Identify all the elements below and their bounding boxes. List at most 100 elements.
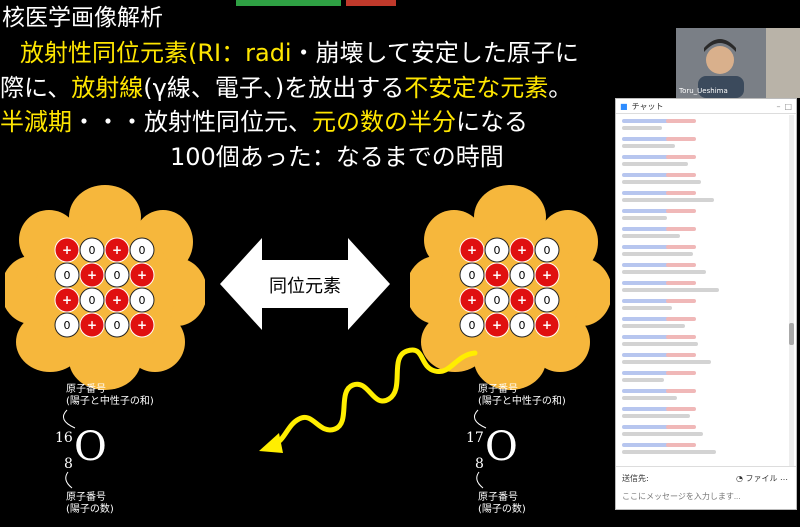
chat-message-sender [622,155,696,159]
chat-message-sender [622,209,696,213]
neutron-symbol: 0 [469,319,476,332]
chat-message-recipient [666,407,696,411]
chat-message [616,331,788,349]
chat-message-text [622,324,685,328]
slide-line-1: 放射性同位元素(RI：radi・崩壊して安定した原子に [20,39,579,67]
left-mass-label-2: (陽子と中性子の和) [66,396,154,407]
neutron [484,237,510,263]
proton-symbol: + [492,318,502,332]
chat-message-recipient [666,137,696,141]
participant-video[interactable]: Toru_Ueshima [676,28,800,98]
chat-message-sender [622,389,696,393]
proton-symbol: + [87,268,97,282]
chat-scrollbar-thumb[interactable] [789,323,794,345]
chat-message-sender [622,299,696,303]
chat-message-recipient [666,353,696,357]
slide-line-2: 際に、放射線(γ線、電子、)を放出する不安定な元素。 [0,74,572,102]
chat-message-sender [622,353,696,357]
chat-message-text [622,216,667,220]
line2-part-c: (γ線、電子、)を放出する [143,74,405,102]
line2-part-a: 際に、 [0,74,72,102]
chat-icon: ■ [620,101,628,111]
chat-message-sender [622,227,696,231]
chat-message [616,115,788,133]
proton [129,262,155,288]
chat-message [616,241,788,259]
proton-symbol: + [517,243,527,257]
ri-term: 放射性同位元素(RI：radi [20,39,292,67]
proton [534,262,560,288]
send-to-label: 送信先: [622,474,649,483]
left-num-connector [65,471,73,489]
proton-symbol: + [62,293,72,307]
chat-scrollbar[interactable] [789,115,794,467]
chat-message [616,403,788,421]
file-icon: ◔ [736,474,743,483]
chat-message-text [622,414,690,418]
chat-message [616,421,788,439]
neutron [129,287,155,313]
proton-symbol: + [467,243,477,257]
line3-part-c: 元の数の半分 [312,108,456,136]
chat-input[interactable] [620,487,794,505]
chat-message-text [622,432,703,436]
proton-symbol: + [492,268,502,282]
chat-header-title: チャット [631,101,664,111]
chat-message-recipient [666,317,696,321]
proton-symbol: + [137,268,147,282]
left-element-symbol: O [74,424,107,470]
proton [104,237,130,263]
chat-message [616,187,788,205]
toolbar-red-strip [346,0,396,6]
left-mass-number: 16 [55,430,73,446]
minimize-icon[interactable]: – [776,101,781,111]
chat-message [616,385,788,403]
chat-message-text [622,288,719,292]
left-atomic-number: 8 [64,456,73,472]
proton-symbol: + [542,318,552,332]
chat-message [616,259,788,277]
line2-part-b: 放射線 [71,74,144,102]
proton [484,262,510,288]
chat-message-recipient [666,191,696,195]
chat-message-sender [622,335,696,339]
more-icon[interactable]: … [780,473,788,482]
wavy-arrow-icon [259,347,478,453]
neutron [79,237,105,263]
right-mass-label-1: 原子番号 [478,384,518,395]
neutron-symbol: 0 [139,244,146,257]
line3-part-d: になる [456,108,528,136]
proton-symbol: + [112,243,122,257]
chat-message-sender [622,119,696,123]
chat-message [616,151,788,169]
proton [79,312,105,338]
chat-message [616,313,788,331]
neutron [534,287,560,313]
right-mass-label-2: (陽子と中性子の和) [478,396,566,407]
expand-icon[interactable]: □ [784,101,792,111]
chat-message-text [622,162,688,166]
neutron-symbol: 0 [64,319,71,332]
chat-message [616,367,788,385]
left-label-connector [62,409,76,429]
neutron-symbol: 0 [544,244,551,257]
neutron [104,262,130,288]
right-num-label-1: 原子番号 [478,492,518,503]
neutron-symbol: 0 [494,244,501,257]
proton [104,287,130,313]
proton [54,287,80,313]
file-button[interactable]: ◔ ファイル [736,473,778,484]
slide-line-3: 半減期・・・放射性同位元、元の数の半分になる [0,108,528,136]
proton [129,312,155,338]
line2-part-e: 。 [548,74,573,102]
chat-message-list [616,115,788,467]
chat-message-sender [622,443,696,447]
chat-message-sender [622,137,696,141]
isotope-label: 同位元素 [269,276,341,297]
chat-message-text [622,360,711,364]
neutron-symbol: 0 [89,294,96,307]
chat-message-sender [622,245,696,249]
chat-message-recipient [666,425,696,429]
chat-message-sender [622,317,696,321]
chat-message-sender [622,191,696,195]
